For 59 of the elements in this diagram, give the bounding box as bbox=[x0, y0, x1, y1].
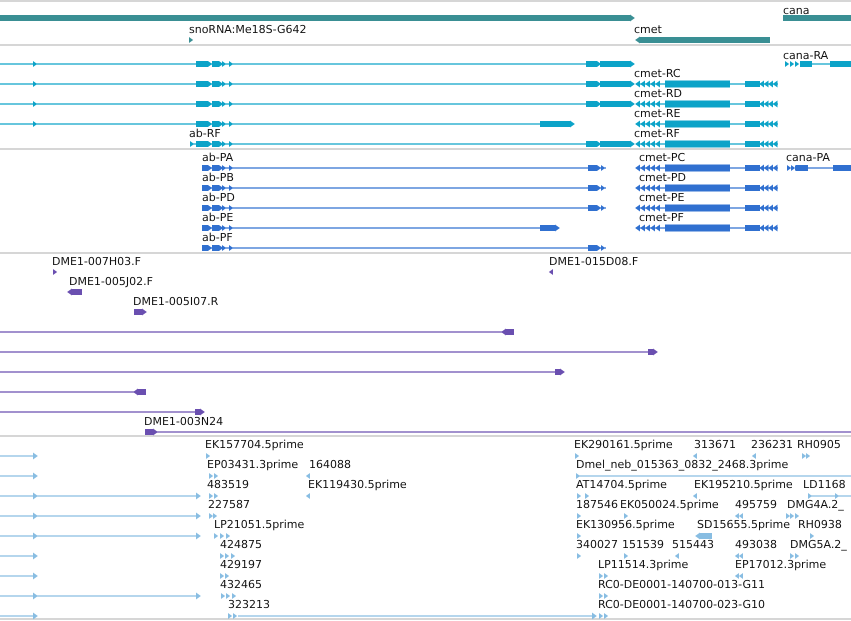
feature-label: EK290161.5prime bbox=[574, 438, 673, 451]
feature-label: ab-PD bbox=[202, 191, 235, 204]
feature-label: EK130956.5prime bbox=[576, 518, 675, 531]
feature-label: ab-PF bbox=[202, 231, 233, 244]
feature-label: EK195210.5prime bbox=[694, 478, 793, 491]
feature-label: cmet-PD bbox=[639, 171, 686, 184]
feature-label: RH0905 bbox=[797, 438, 841, 451]
feature-label: SD15655.5prime bbox=[697, 518, 790, 531]
feature-label: cmet-RC bbox=[634, 67, 681, 80]
feature-label: DME1-005I07.R bbox=[133, 295, 218, 308]
feature-label: RC0-DE0001-140700-013-G11 bbox=[598, 578, 765, 591]
feature-label: cmet-PF bbox=[639, 211, 684, 224]
feature-label: 432465 bbox=[220, 578, 262, 591]
feature-label: 164088 bbox=[309, 458, 351, 471]
feature-label: 313671 bbox=[694, 438, 736, 451]
feature-label: cmet bbox=[634, 23, 662, 36]
feature-label: cmet-PE bbox=[639, 191, 684, 204]
feature-label: 151539 bbox=[622, 538, 664, 551]
feature-label: Dmel_neb_015363_0832_2468.3prime bbox=[576, 458, 788, 471]
feature-label: LP11514.3prime bbox=[598, 558, 688, 571]
feature-label: DME1-007H03.F bbox=[52, 255, 141, 268]
feature-label: EP03431.3prime bbox=[207, 458, 298, 471]
feature-label: 429197 bbox=[220, 558, 262, 571]
feature-label: cmet-RE bbox=[634, 107, 680, 120]
feature-label: 515443 bbox=[672, 538, 714, 551]
feature-label: 323213 bbox=[228, 598, 270, 611]
feature-label: LD1168 bbox=[803, 478, 846, 491]
feature-label: cana-PA bbox=[786, 151, 830, 164]
feature-label: cana bbox=[783, 4, 810, 17]
feature-label: ab-PE bbox=[202, 211, 234, 224]
feature-label: DMG4A.2_ bbox=[787, 498, 844, 511]
feature-label: RC0-DE0001-140700-023-G10 bbox=[598, 598, 765, 611]
feature-label: ab-RF bbox=[189, 127, 221, 140]
feature-label: 227587 bbox=[208, 498, 250, 511]
feature-label: cmet-PC bbox=[639, 151, 686, 164]
feature-label: 340027 bbox=[576, 538, 618, 551]
feature-label: 424875 bbox=[220, 538, 262, 551]
feature-label: EK157704.5prime bbox=[205, 438, 304, 451]
feature-label: 493038 bbox=[735, 538, 777, 551]
feature-label: EK119430.5prime bbox=[308, 478, 407, 491]
feature-label: LP21051.5prime bbox=[214, 518, 304, 531]
feature-label: EK050024.5prime bbox=[620, 498, 719, 511]
feature-label: 495759 bbox=[735, 498, 777, 511]
feature-label: cmet-RD bbox=[634, 87, 682, 100]
feature-label: EP17012.3prime bbox=[735, 558, 826, 571]
feature-label: DME1-003N24 bbox=[144, 415, 224, 428]
feature-label: cana-RA bbox=[783, 49, 828, 62]
feature-label: cmet-RF bbox=[634, 127, 680, 140]
feature-label: DME1-005J02.F bbox=[69, 275, 153, 288]
feature-label: DME1-015D08.F bbox=[549, 255, 638, 268]
feature-label: snoRNA:Me18S-G642 bbox=[189, 23, 306, 36]
feature-label: ab-PA bbox=[202, 151, 234, 164]
feature-label: RH0938 bbox=[798, 518, 842, 531]
feature-label: ab-PB bbox=[202, 171, 234, 184]
feature-label: 236231 bbox=[751, 438, 793, 451]
feature-label: 483519 bbox=[207, 478, 249, 491]
feature-label: DMG5A.2_ bbox=[790, 538, 847, 551]
feature-label: 187546 bbox=[576, 498, 618, 511]
feature-label: AT14704.5prime bbox=[576, 478, 667, 491]
